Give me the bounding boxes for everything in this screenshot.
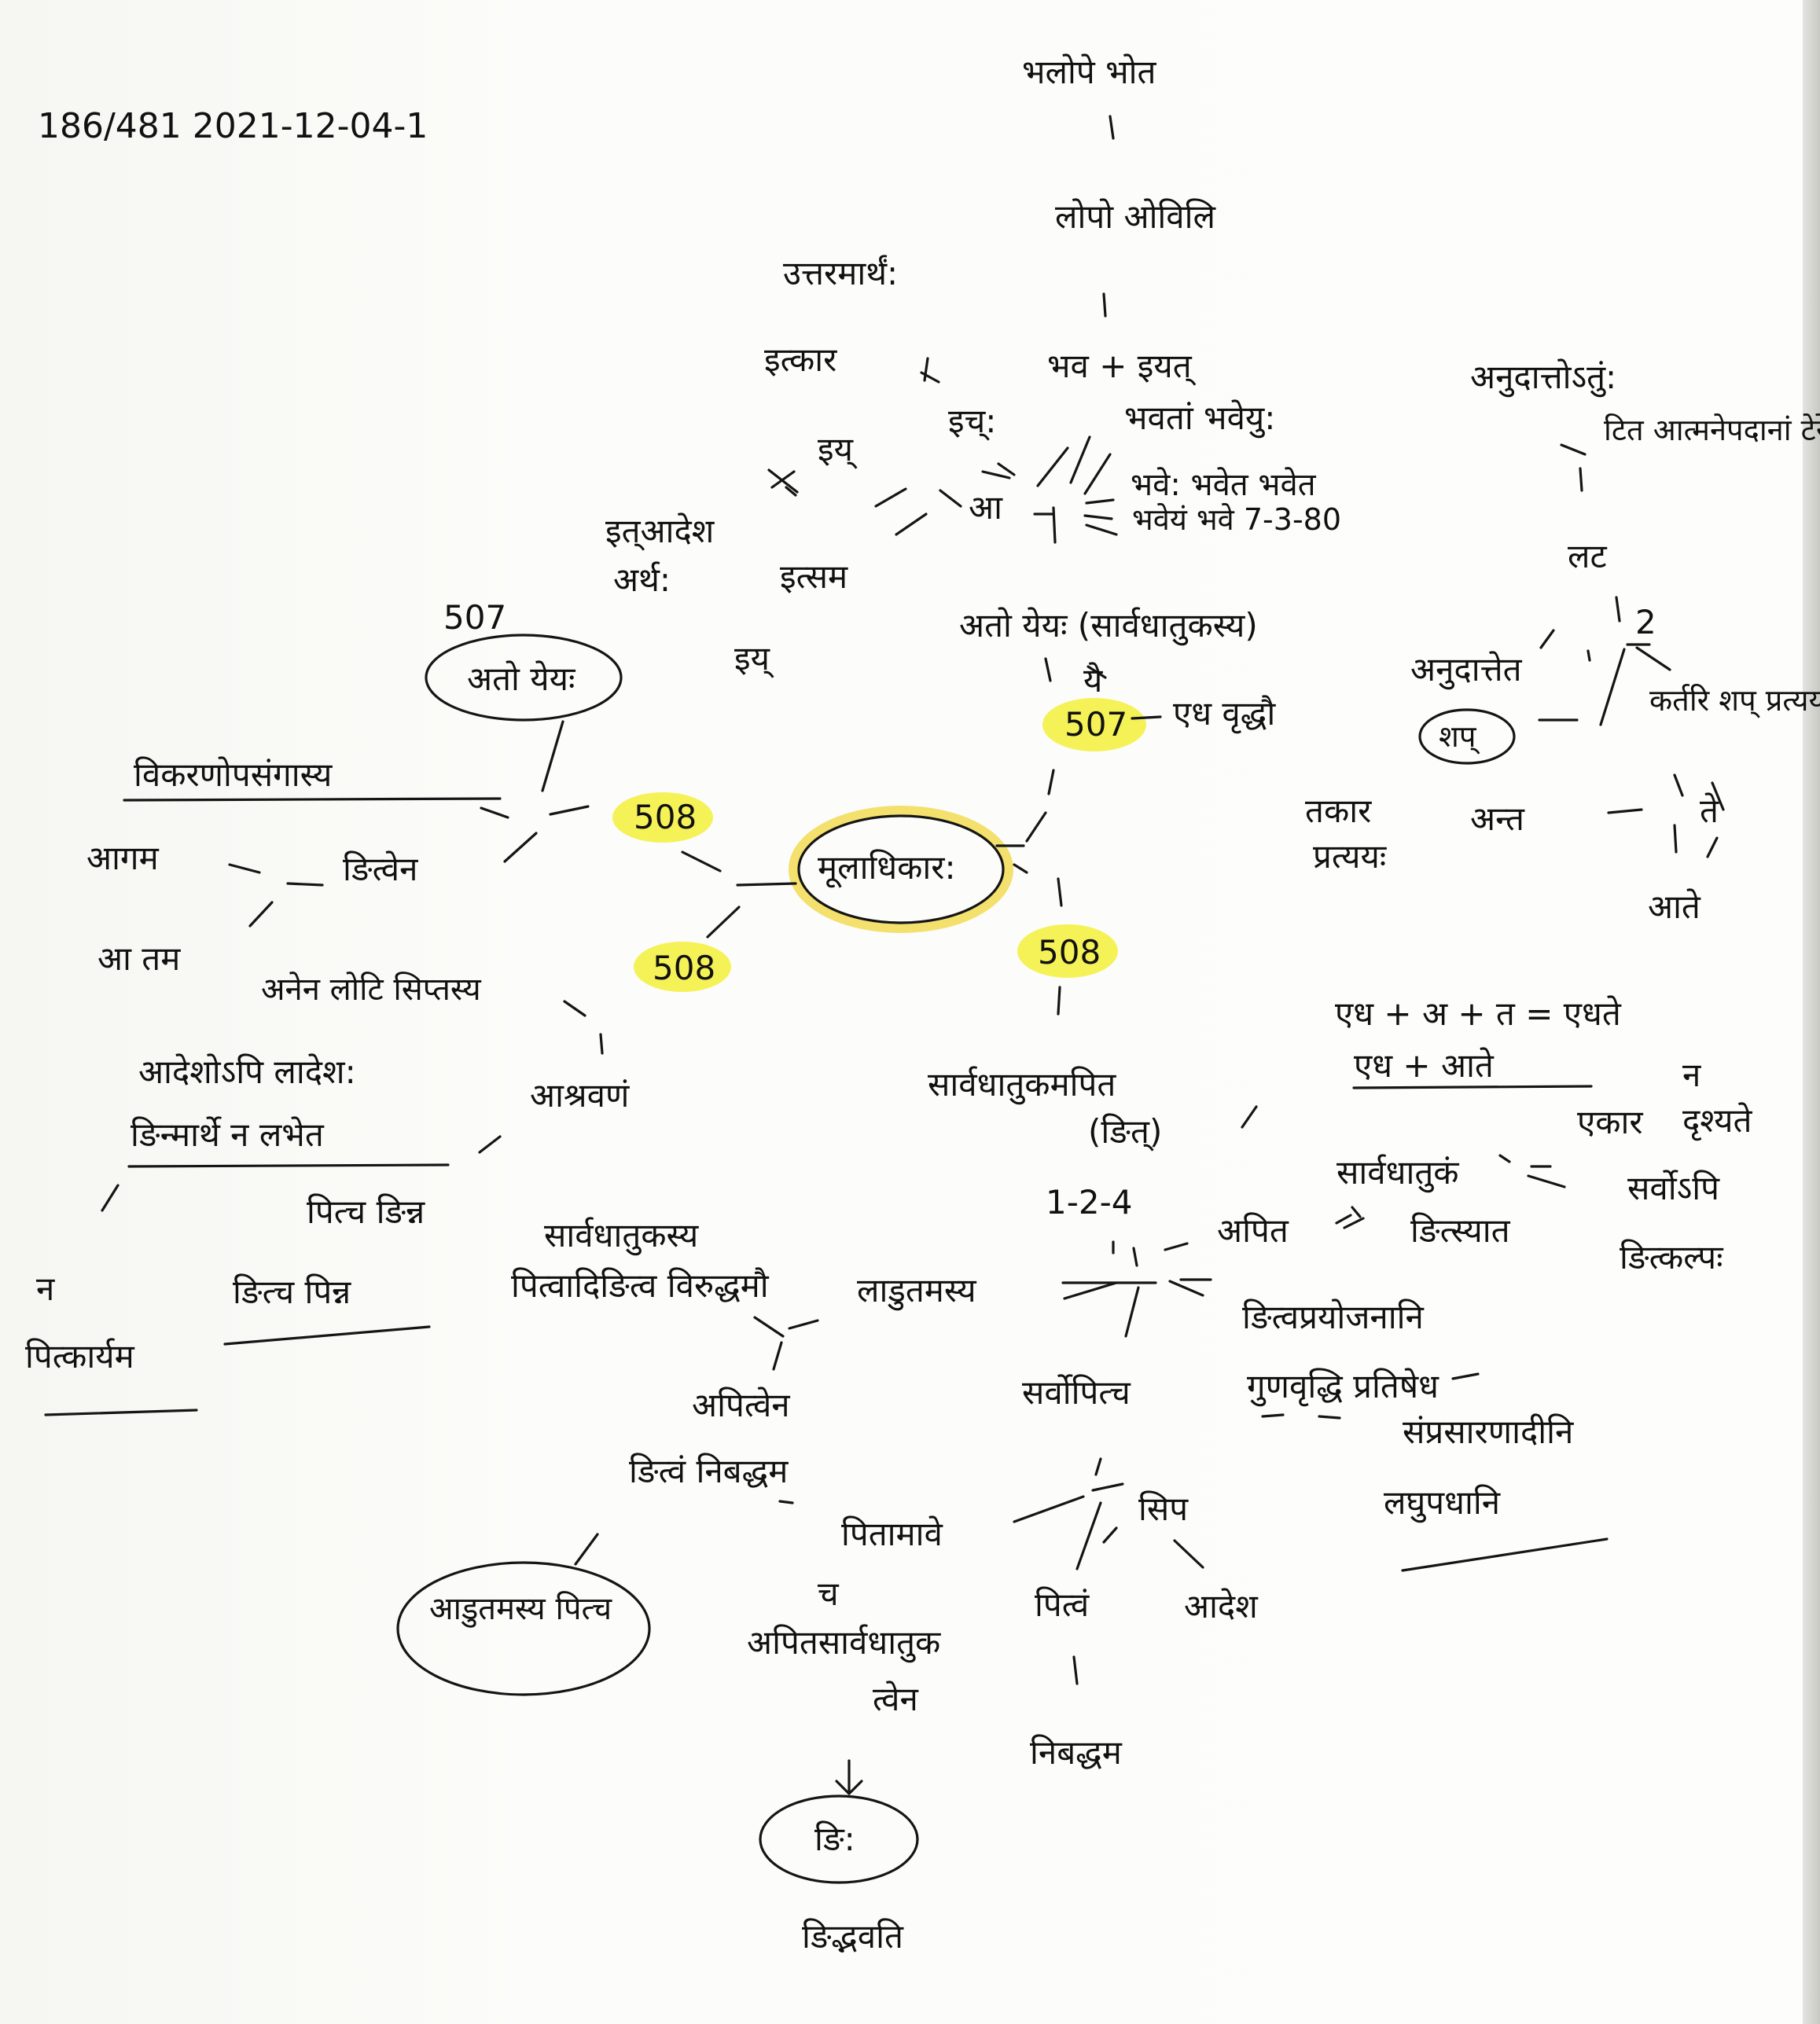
node-vikar: विकरणोपसंगास्य	[134, 755, 333, 794]
node-pitcha: पित्च ङिन्न	[307, 1192, 425, 1231]
node-sarvadh2: सार्वधातुकस्य	[544, 1216, 699, 1256]
node-apit: अपित	[1217, 1211, 1289, 1250]
node-ato-circ: अतो येयः	[467, 659, 576, 698]
node-aadu-circ: आडुतमस्य पित्च	[429, 1591, 612, 1628]
node-iy2: इय्	[734, 639, 774, 678]
node-cha: च	[818, 1574, 840, 1613]
node-anta: अन्त	[1470, 799, 1525, 838]
node-drshy: दृश्यते	[1682, 1101, 1753, 1141]
node-uttar: उत्तरमार्थं:	[783, 254, 898, 292]
circle-aadu	[396, 1561, 651, 1696]
node-iy: इय्	[818, 430, 858, 469]
node-itsam: इत्सम	[780, 557, 848, 596]
node-dibhavati: ङिद्भवति	[802, 1917, 904, 1956]
node-na2: न	[1682, 1056, 1701, 1094]
node-ditcha: ङित्च पिन्न	[233, 1273, 351, 1311]
node-eadha2: एध + अ + त = एधते	[1335, 994, 1622, 1033]
node-anudatta: अनुदात्तेत	[1410, 650, 1523, 690]
node-aagam: आगम	[86, 839, 160, 877]
node-yel: ये	[1083, 661, 1103, 700]
node-adeshodi: आदेशोऽपि लादेश:	[138, 1052, 356, 1091]
node-aashrav: आश्रवणं	[530, 1076, 630, 1115]
node-takar: तकार	[1305, 792, 1372, 830]
highlight-507	[1042, 698, 1146, 751]
node-bhav3: भवे: भवेत भवेत	[1131, 467, 1317, 503]
node-two: 2	[1635, 603, 1656, 641]
node-aatam: आ तम	[97, 939, 181, 978]
node-sarvadi: सर्वोऽपि	[1627, 1169, 1720, 1207]
node-508b: 508	[653, 949, 715, 987]
page-edge-shadow	[1803, 0, 1820, 2024]
node-pitkarya: पित्कार्यम	[25, 1337, 135, 1376]
circle-ato-yeh	[425, 634, 623, 722]
node-ate: आते	[1648, 887, 1701, 926]
node-507a: 507	[443, 598, 506, 637]
node-ich: इच्:	[948, 402, 996, 441]
node-gun: गुणवृद्धि प्रतिषेध	[1247, 1367, 1439, 1407]
node-sarvadh: सार्वधातुकमपित	[928, 1065, 1116, 1105]
node-itadesh: इत्आदेश	[605, 512, 715, 551]
circle-main	[797, 814, 1005, 924]
node-ditkalp: ङित्कल्पः	[1620, 1238, 1724, 1276]
highlight-ring-main	[789, 806, 1013, 933]
node-lavu: लघुपधानि	[1384, 1483, 1501, 1523]
underlines	[44, 797, 1609, 1572]
node-itkar: इत्कार	[764, 340, 837, 379]
node-124: 1-2-4	[1046, 1183, 1132, 1221]
node-bhav: भव + इयत्	[1047, 347, 1197, 386]
header-ref: 186/481 2021-12-04-1	[38, 106, 428, 146]
node-ditva-pray: ङित्वप्रयोजनानि	[1242, 1298, 1424, 1336]
node-top: भलोपे भोत	[1022, 53, 1156, 91]
node-pitva: पित्वं	[1035, 1585, 1090, 1624]
node-edha: एध वृद्धौ	[1173, 694, 1276, 734]
node-sarvopi: सर्वोपित्च	[1022, 1373, 1131, 1412]
node-ditvena: ङित्वेन	[343, 850, 418, 888]
node-arth: अर्थ:	[613, 560, 671, 599]
node-sip: सिप	[1138, 1490, 1189, 1528]
node-ato-yeh: अतो येयः (सार्वधातुकस्य)	[959, 606, 1258, 646]
node-bhav4: भवेयं भवे 7-3-80	[1132, 502, 1341, 537]
node-te: ते	[1700, 792, 1719, 830]
node-sarvadh3: सार्वधातुकं	[1337, 1153, 1459, 1193]
highlight-508-right	[1017, 924, 1118, 978]
circle-di	[759, 1794, 919, 1884]
node-tit: टित आत्मनेपदानां टेरे	[1604, 413, 1820, 447]
node-na: न	[36, 1269, 55, 1308]
highlight-508-left	[612, 792, 713, 843]
connectors	[101, 115, 1725, 1795]
node-507b: 507	[1064, 705, 1127, 744]
node-sampras: संप्रसारणादीनि	[1403, 1412, 1574, 1451]
node-ladutam: लाडुतमस्य	[857, 1271, 976, 1311]
node-pitaabhave: पितामावे	[841, 1515, 943, 1553]
node-shap: शप्	[1439, 719, 1480, 755]
node-nibaddham: निबद्धम	[1030, 1733, 1123, 1772]
node-dit: (ङित्)	[1088, 1112, 1162, 1152]
circle-shap	[1418, 708, 1516, 765]
node-lopa: लोपो ओविलि	[1055, 197, 1217, 236]
node-ditsyat: ङित्स्यात	[1410, 1211, 1511, 1250]
node-aa: आ	[969, 488, 1003, 527]
node-dimarthe: ङिन्मार्थे न लभेत	[131, 1115, 325, 1154]
node-pitvadi: पित्वादिङित्व विरुद्धमौ	[511, 1266, 770, 1305]
node-ditva-nib: ङित्वं निबद्धम	[629, 1452, 789, 1490]
node-bhav2: भवतां भवेयु:	[1124, 399, 1275, 439]
node-508a: 508	[634, 798, 697, 836]
node-eadha3: एध + आते	[1354, 1046, 1495, 1085]
node-apit-sarv: अपितसार्वधातुक	[747, 1623, 941, 1663]
node-main: मूलाधिकार:	[818, 848, 956, 888]
node-anena: अनेन लोटि सिप्तस्य	[261, 972, 481, 1008]
node-lat: लट	[1568, 537, 1607, 575]
node-508c: 508	[1038, 933, 1101, 972]
node-anudatt-top: अनुदात्तोऽतुं:	[1470, 358, 1616, 398]
node-karshy: कर्तरि शप् प्रत्ययः	[1649, 683, 1820, 718]
node-pratyaya: प्रत्ययः	[1313, 837, 1388, 876]
node-aadesh: आदेश	[1184, 1587, 1259, 1625]
node-apitvena: अपित्वेन	[692, 1386, 790, 1424]
node-ekar: एकार	[1577, 1103, 1643, 1141]
node-di-circ: ङि:	[814, 1820, 855, 1858]
highlight-508-mid	[634, 942, 731, 992]
node-tvena: त्वेन	[873, 1680, 918, 1718]
